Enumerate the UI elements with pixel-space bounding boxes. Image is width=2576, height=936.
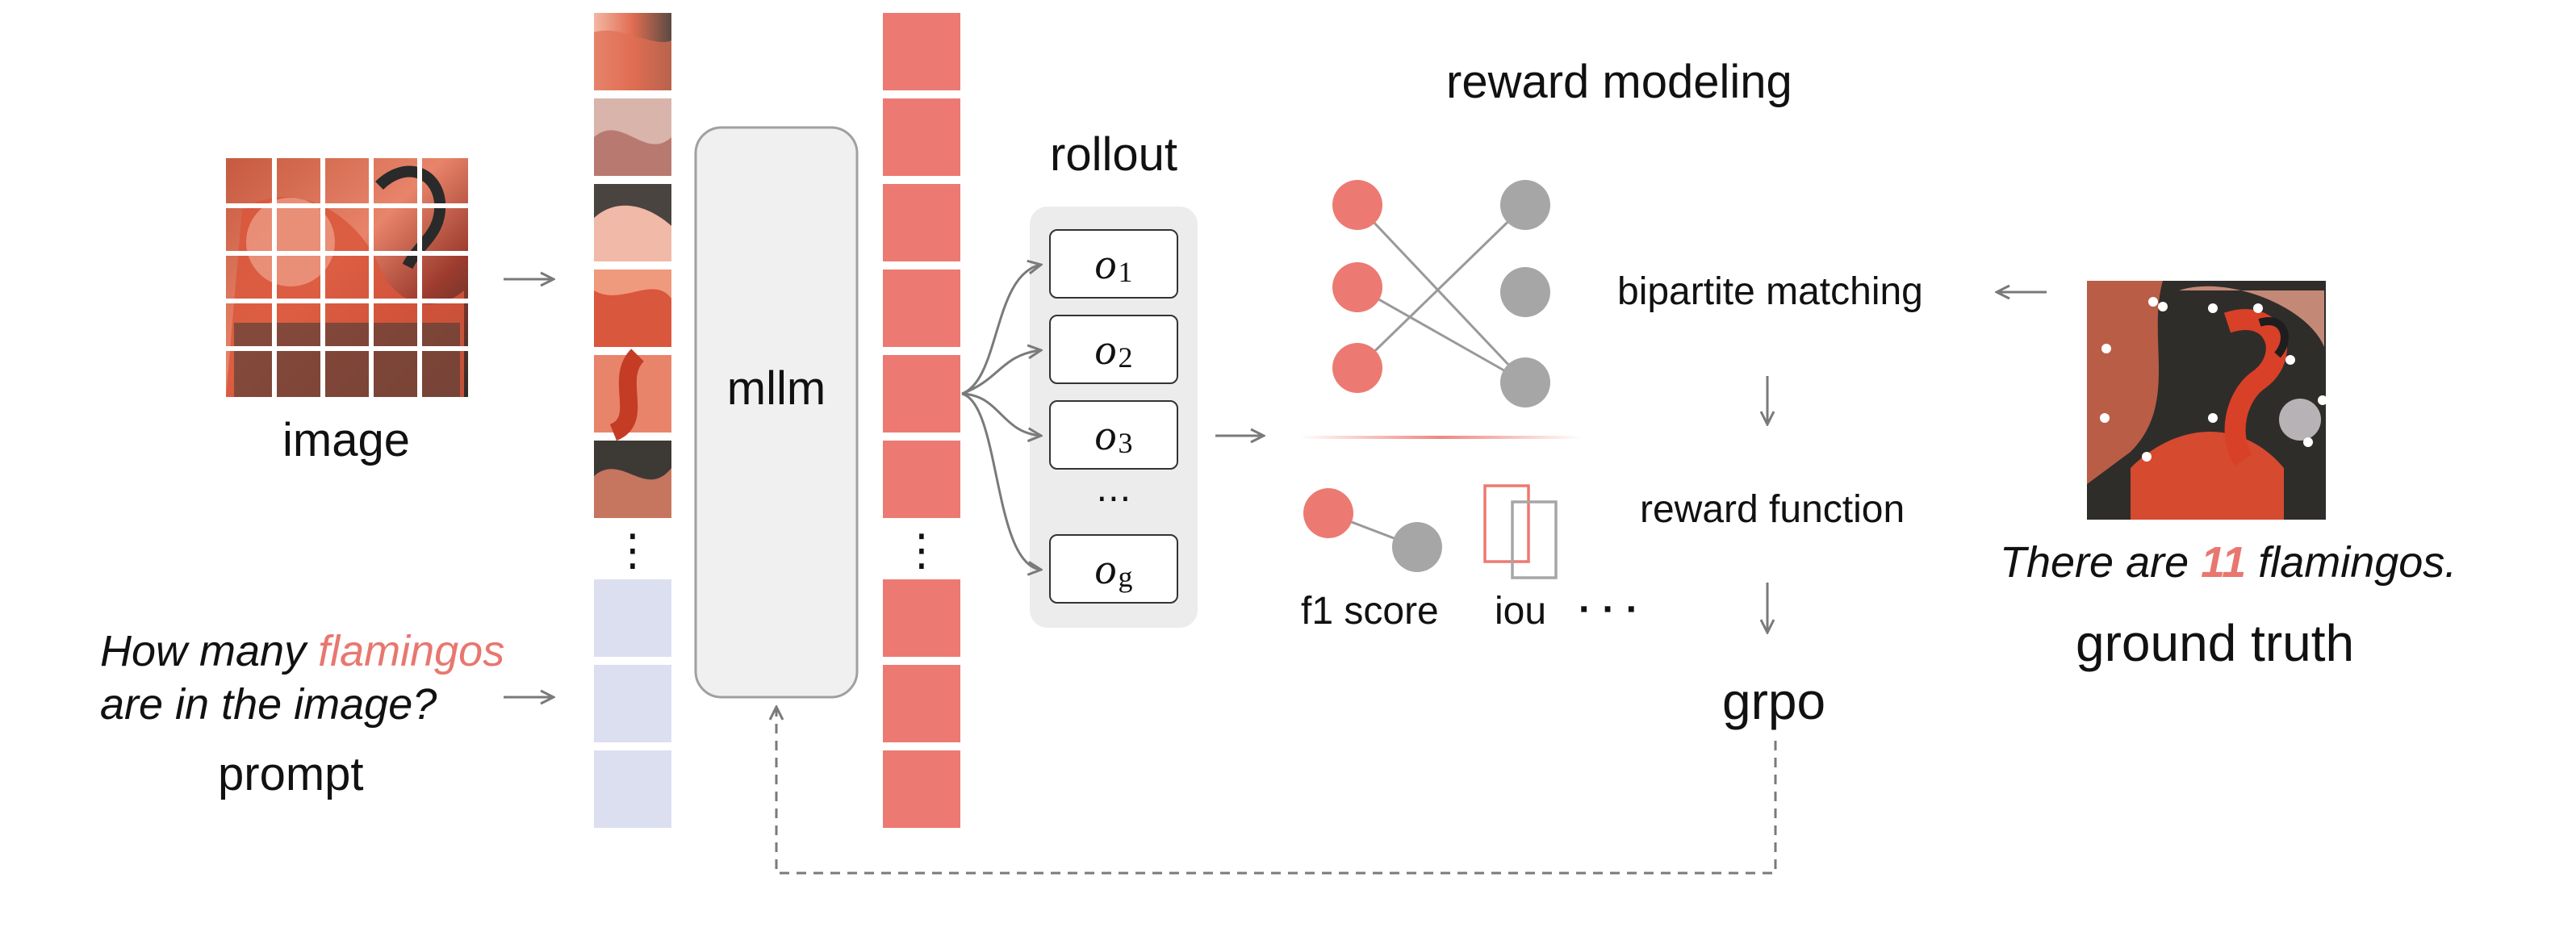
- ground-truth-label: ground truth: [2076, 614, 2355, 672]
- more-metrics-ellipsis: · · ·: [1579, 588, 1639, 631]
- gt-text-after: flamingos.: [2246, 538, 2457, 587]
- visual-token: [594, 98, 671, 176]
- text-token: [594, 579, 671, 657]
- grpo-feedback-loop: [776, 707, 1777, 875]
- text-token: [594, 665, 671, 742]
- prompt-line-2: are in the image?: [100, 680, 437, 729]
- ground-truth-text: There are 11 flamingos.: [2000, 537, 2457, 587]
- pred-node: [1332, 262, 1382, 312]
- bipartite-graph: [1332, 180, 1550, 407]
- reward-separator: [1299, 436, 1582, 439]
- output-token: [883, 270, 960, 347]
- gt-count: 11: [2201, 538, 2247, 587]
- output-token-column: ⋮: [883, 13, 960, 828]
- grpo-label: grpo: [1722, 672, 1826, 730]
- output-token-ellipsis: ⋮: [900, 524, 943, 575]
- gt-node: [1500, 357, 1550, 407]
- ground-truth-image: [2087, 281, 2327, 520]
- gt-node: [1500, 180, 1550, 230]
- image-label: image: [282, 414, 410, 466]
- output-token: [883, 98, 960, 176]
- iou-label: iou: [1495, 590, 1547, 633]
- rollout-branch-arrows: [961, 265, 1041, 570]
- reward-function-label: reward function: [1640, 488, 1905, 531]
- prompt-text: How many: [100, 627, 319, 675]
- f1-score-label: f1 score: [1301, 590, 1439, 633]
- pred-node: [1332, 343, 1382, 393]
- output-token: [883, 579, 960, 657]
- output-token: [883, 750, 960, 828]
- visual-token: [594, 349, 671, 441]
- rollout-title: rollout: [1050, 128, 1177, 181]
- prompt-highlight: flamingos: [318, 627, 505, 675]
- f1-score-icon: [1303, 488, 1442, 572]
- visual-token-ellipsis: ⋮: [611, 524, 654, 575]
- visual-token: [594, 184, 671, 261]
- visual-token: [594, 441, 671, 518]
- iou-icon: [1483, 484, 1558, 579]
- gt-text-before: There are: [2000, 538, 2202, 587]
- output-token: [883, 665, 960, 742]
- input-image: [226, 158, 468, 397]
- output-token: [883, 184, 960, 261]
- output-token: [883, 355, 960, 432]
- visual-token: [594, 270, 671, 347]
- bipartite-matching-label: bipartite matching: [1617, 270, 1923, 313]
- prompt-label: prompt: [218, 748, 364, 800]
- visual-token: [594, 13, 671, 90]
- prompt-line-1: How many flamingos: [100, 626, 504, 676]
- mllm-label: mllm: [726, 362, 826, 415]
- mllm-box: [694, 126, 859, 699]
- rollout-ellipsis: ⋯: [1096, 478, 1131, 519]
- gt-node: [1500, 267, 1550, 317]
- output-token: [883, 13, 960, 90]
- text-token: [594, 750, 671, 828]
- reward-modeling-title: reward modeling: [1446, 56, 1792, 108]
- visual-token-column: ⋮: [594, 13, 671, 828]
- pred-node: [1332, 180, 1382, 230]
- output-token: [883, 441, 960, 518]
